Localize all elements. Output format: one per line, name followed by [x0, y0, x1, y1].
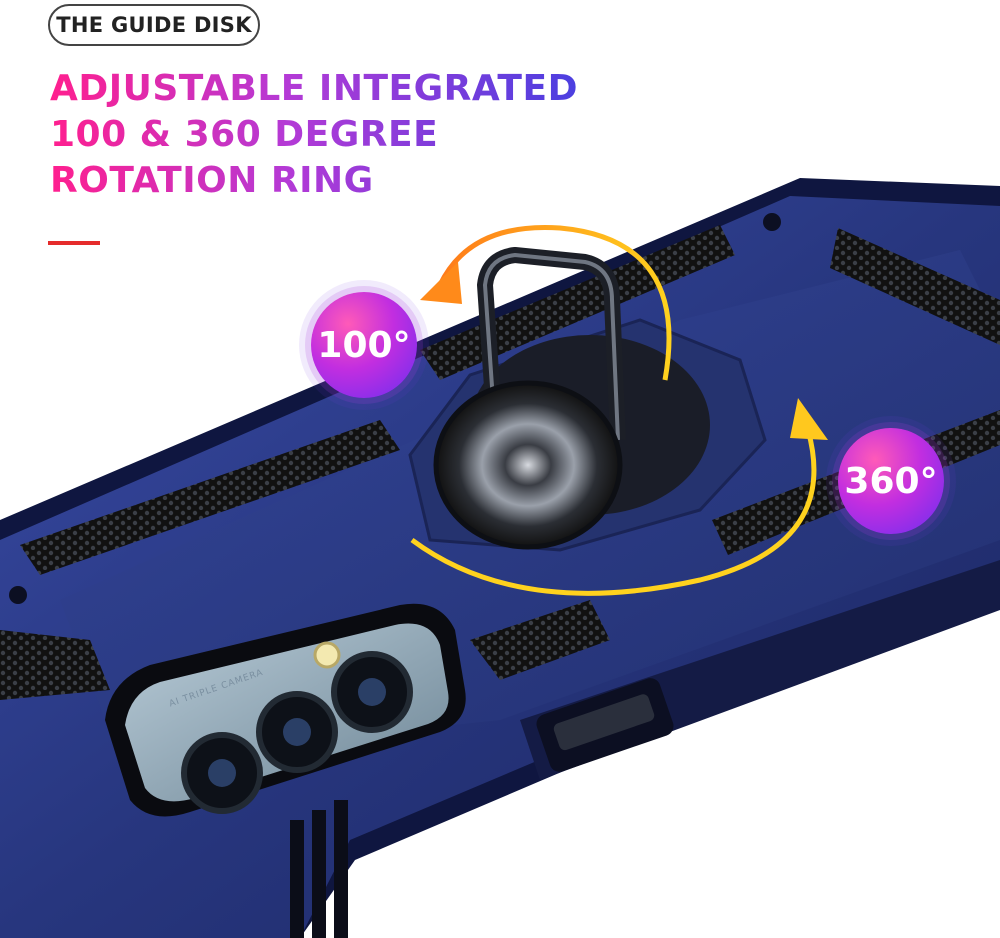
accent-divider — [48, 241, 100, 245]
camera-lens-inner — [208, 759, 236, 787]
rotation-arrow-100 — [437, 224, 672, 381]
ring-disc — [436, 383, 620, 547]
corner-screw — [763, 213, 781, 231]
grip-strip-top-right — [830, 228, 1000, 345]
ring-disc-rim — [433, 380, 623, 550]
angle-badge-360: 360° — [838, 428, 944, 534]
angle-badge-100: 100° — [311, 292, 417, 398]
grip-strip-bottom — [470, 600, 610, 680]
headline-line-1: ADJUSTABLE INTEGRATED — [50, 66, 578, 112]
camera-flash — [313, 641, 341, 669]
corner-vent — [290, 820, 304, 938]
grip-strip-top — [420, 225, 735, 380]
corner-vent — [334, 800, 348, 938]
guide-disk-badge: THE GUIDE DISK — [48, 4, 260, 46]
grip-strip-left — [20, 420, 400, 575]
camera-lens-inner — [358, 678, 386, 706]
headline-line-3: ROTATION RING — [50, 158, 578, 204]
rotation-arrow-360 — [410, 429, 817, 596]
side-button-recess — [553, 694, 655, 751]
camera-lens-inner — [283, 718, 311, 746]
arrow-head-360-icon — [790, 398, 828, 440]
corner-vent — [312, 810, 326, 938]
grip-strip-bottom-left — [0, 630, 110, 700]
corner-screw — [9, 586, 27, 604]
feature-headline: ADJUSTABLE INTEGRATED 100 & 360 DEGREE R… — [50, 66, 578, 204]
headline-line-2: 100 & 360 DEGREE — [50, 112, 578, 158]
arrow-head-100-icon — [420, 262, 462, 304]
rotation-ring-highlight — [483, 253, 620, 441]
